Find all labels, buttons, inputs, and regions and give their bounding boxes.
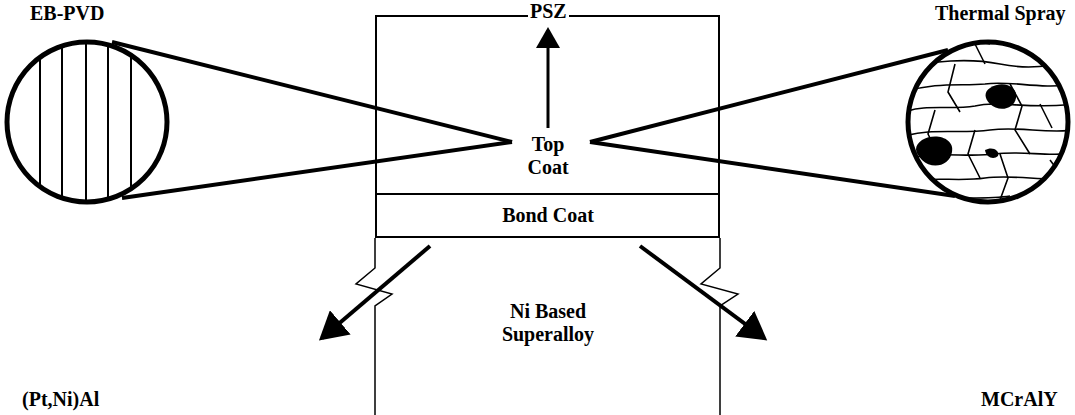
substrate-layer: Ni Based Superalloy bbox=[375, 238, 720, 415]
process-name: EB-PVD bbox=[28, 2, 106, 24]
bond-coat-layer: Bond Coat bbox=[375, 195, 720, 238]
material-name: MCrAlY bbox=[979, 388, 1060, 410]
process-name: Thermal Spray bbox=[933, 2, 1068, 24]
layer-label: Top Coat bbox=[513, 133, 583, 179]
top-coat-layer: Top Coat bbox=[375, 15, 720, 195]
material-name: PSZ bbox=[528, 0, 569, 22]
material-name: (Pt,Ni)Al bbox=[20, 388, 101, 410]
layer-label: Bond Coat bbox=[448, 204, 648, 227]
layer-label: Ni Based Superalloy bbox=[483, 300, 613, 346]
